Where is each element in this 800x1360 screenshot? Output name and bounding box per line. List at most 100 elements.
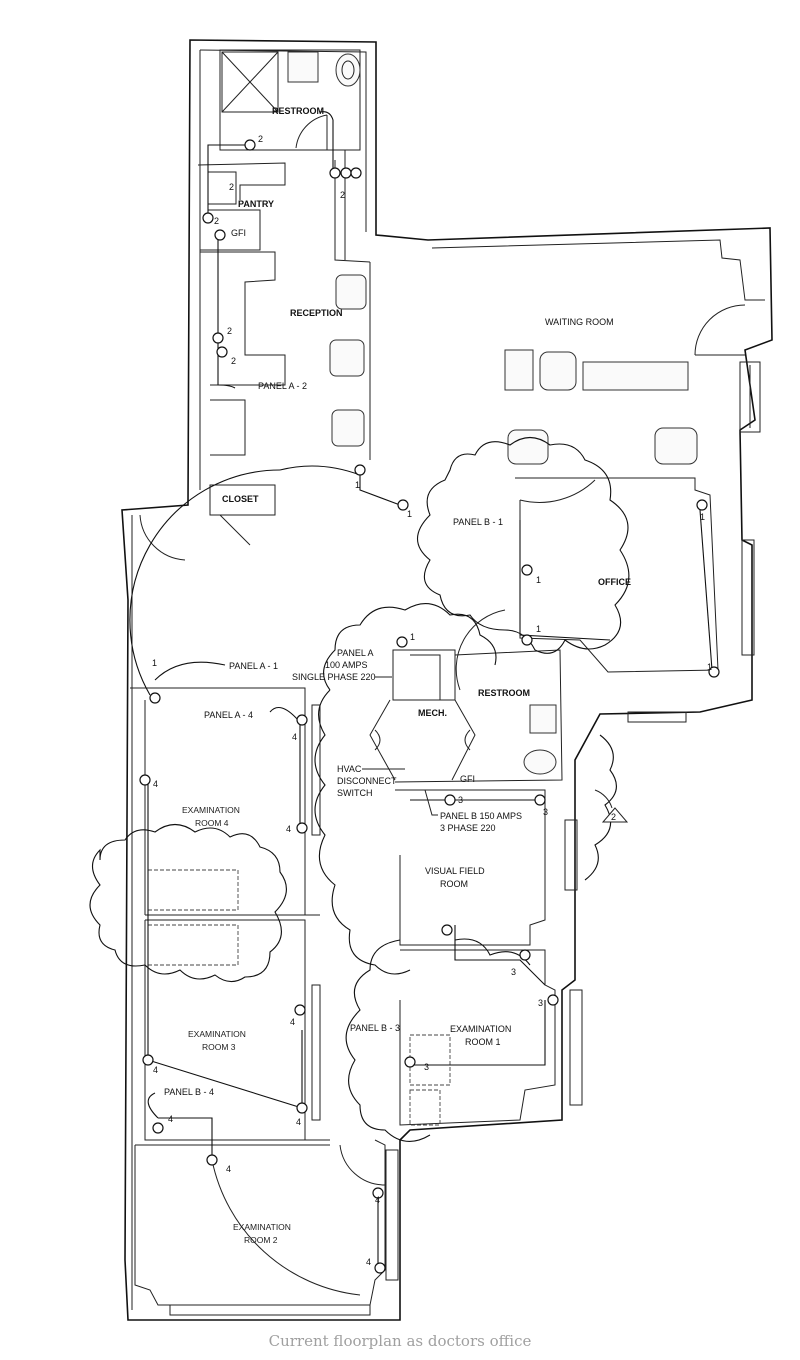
room-label-exam2-1: EXAMINATION bbox=[233, 1222, 291, 1232]
receptacle-icon bbox=[521, 634, 533, 646]
circuit-number: 4 bbox=[153, 779, 158, 789]
room-label-exam1-1: EXAMINATION bbox=[450, 1024, 511, 1034]
room-label-restroom-mid: RESTROOM bbox=[478, 688, 530, 698]
room-label-waiting-room: WAITING ROOM bbox=[545, 317, 614, 327]
receptacle-icon bbox=[374, 1262, 386, 1274]
panel-b-phase: 3 PHASE 220 bbox=[440, 823, 496, 833]
receptacle-icon bbox=[350, 167, 362, 179]
receptacle-icon bbox=[216, 346, 228, 358]
panel-b-title: PANEL B 150 AMPS bbox=[440, 811, 522, 821]
room-label-restroom-top: RESTROOM bbox=[272, 106, 324, 116]
receptacle-icon bbox=[329, 167, 341, 179]
office bbox=[515, 477, 755, 723]
receptacle-icon bbox=[296, 822, 308, 834]
hvac-label-1: HVAC bbox=[337, 764, 362, 774]
panel-a1-label: PANEL A - 1 bbox=[229, 661, 278, 671]
hvac-label-3: SWITCH bbox=[337, 788, 373, 798]
receptacle-icon bbox=[404, 1056, 416, 1068]
receptacle-icon bbox=[444, 794, 456, 806]
exam-room-1 bbox=[399, 949, 583, 1126]
receptacle-icon bbox=[202, 212, 214, 224]
panel-a4-label: PANEL A - 4 bbox=[204, 710, 253, 720]
receptacle-icon bbox=[212, 332, 224, 344]
door-swings bbox=[129, 469, 281, 696]
exam-room-4 bbox=[130, 687, 321, 916]
room-label-exam2-2: ROOM 2 bbox=[244, 1235, 278, 1245]
circuit-number: 1 bbox=[536, 575, 541, 585]
visual-field-room bbox=[395, 789, 578, 946]
receptacle-icon bbox=[696, 499, 708, 511]
circuit-number: 4 bbox=[290, 1017, 295, 1027]
circuit-number: 1 bbox=[355, 480, 360, 490]
circuit-number: 4 bbox=[292, 732, 297, 742]
circuit-number: 1 bbox=[152, 658, 157, 668]
restroom-mid bbox=[394, 609, 563, 783]
receptacle-icon bbox=[296, 1102, 308, 1114]
circuit-number: 2 bbox=[229, 182, 234, 192]
receptacle-icon bbox=[372, 1187, 384, 1199]
circuit-number: 1 bbox=[536, 624, 541, 634]
mech-room bbox=[369, 649, 476, 781]
receptacle-icon bbox=[152, 1122, 164, 1134]
circuit-number: 2 bbox=[227, 326, 232, 336]
circuit-number: 2 bbox=[214, 216, 219, 226]
receptacle-icon bbox=[149, 692, 161, 704]
room-label-exam4-2: ROOM 4 bbox=[195, 818, 229, 828]
panel-b1-label: PANEL B - 1 bbox=[453, 517, 503, 527]
circuit-number: 3 bbox=[458, 795, 463, 805]
circuit-number: 2 bbox=[231, 356, 236, 366]
gfi-label-mid: GFI bbox=[460, 774, 475, 784]
revision-clouds bbox=[89, 436, 630, 1142]
circuit-number: 4 bbox=[226, 1164, 231, 1174]
receptacle-icon bbox=[214, 229, 226, 241]
receptacle-icon bbox=[396, 636, 408, 648]
receptacle-icon bbox=[354, 464, 366, 476]
circuit-number: 1 bbox=[707, 662, 712, 672]
figure-caption: Current floorplan as doctors office bbox=[268, 1332, 532, 1350]
circuit-number: 1 bbox=[407, 509, 412, 519]
hvac-disconnect-note: HVAC DISCONNECT SWITCH bbox=[337, 764, 405, 798]
circuit-number: 4 bbox=[375, 1195, 380, 1205]
receptacle-icon bbox=[296, 714, 308, 726]
panel-b-spec: PANEL B 150 AMPS 3 PHASE 220 bbox=[424, 789, 522, 833]
wiring bbox=[147, 111, 713, 1265]
room-label-office: OFFICE bbox=[598, 577, 631, 587]
circuit-number: 4 bbox=[366, 1257, 371, 1267]
room-label-closet: CLOSET bbox=[222, 494, 259, 504]
receptacle-icon bbox=[244, 139, 256, 151]
room-label-visual-field-1: VISUAL FIELD bbox=[425, 866, 485, 876]
receptacle-icon bbox=[708, 666, 720, 678]
circuit-number: 3 bbox=[543, 807, 548, 817]
closet bbox=[209, 484, 276, 546]
restroom-top bbox=[219, 49, 361, 151]
circuit-number: 3 bbox=[424, 1062, 429, 1072]
panel-a-amps: 100 AMPS bbox=[325, 660, 368, 670]
circuit-number: 2 bbox=[258, 134, 263, 144]
panel-a-spec: PANEL A 100 AMPS SINGLE PHASE 220 bbox=[292, 648, 392, 682]
room-label-visual-field-2: ROOM bbox=[440, 879, 468, 889]
circuit-number: 3 bbox=[538, 998, 543, 1008]
room-label-exam1-2: ROOM 1 bbox=[465, 1037, 501, 1047]
receptacles bbox=[139, 139, 720, 1274]
receptacle-icon bbox=[340, 167, 352, 179]
panel-a-title: PANEL A bbox=[337, 648, 374, 658]
room-label-reception: RECEPTION bbox=[290, 308, 343, 318]
receptacle-icon bbox=[519, 949, 531, 961]
circuit-number: 4 bbox=[153, 1065, 158, 1075]
circuit-number: 4 bbox=[168, 1114, 173, 1124]
receptacle-icon bbox=[441, 924, 453, 936]
hvac-label-2: DISCONNECT bbox=[337, 776, 397, 786]
circuit-number: 1 bbox=[410, 632, 415, 642]
panel-b4-label: PANEL B - 4 bbox=[164, 1087, 214, 1097]
room-label-exam3-1: EXAMINATION bbox=[188, 1029, 246, 1039]
circuit-number: 4 bbox=[286, 824, 291, 834]
receptacle-icon bbox=[206, 1154, 218, 1166]
panel-b3-label: PANEL B - 3 bbox=[350, 1023, 400, 1033]
circuit-number: 3 bbox=[511, 967, 516, 977]
circuit-numbers: 2 2 2 2 2 2 1 1 1 1 1 1 1 1 4 4 4 4 4 4 … bbox=[152, 134, 712, 1267]
receptacle-icon bbox=[534, 794, 546, 806]
revision-triangle: 2 bbox=[594, 789, 629, 823]
room-label-exam3-2: ROOM 3 bbox=[202, 1042, 236, 1052]
revision-number: 2 bbox=[611, 812, 616, 822]
